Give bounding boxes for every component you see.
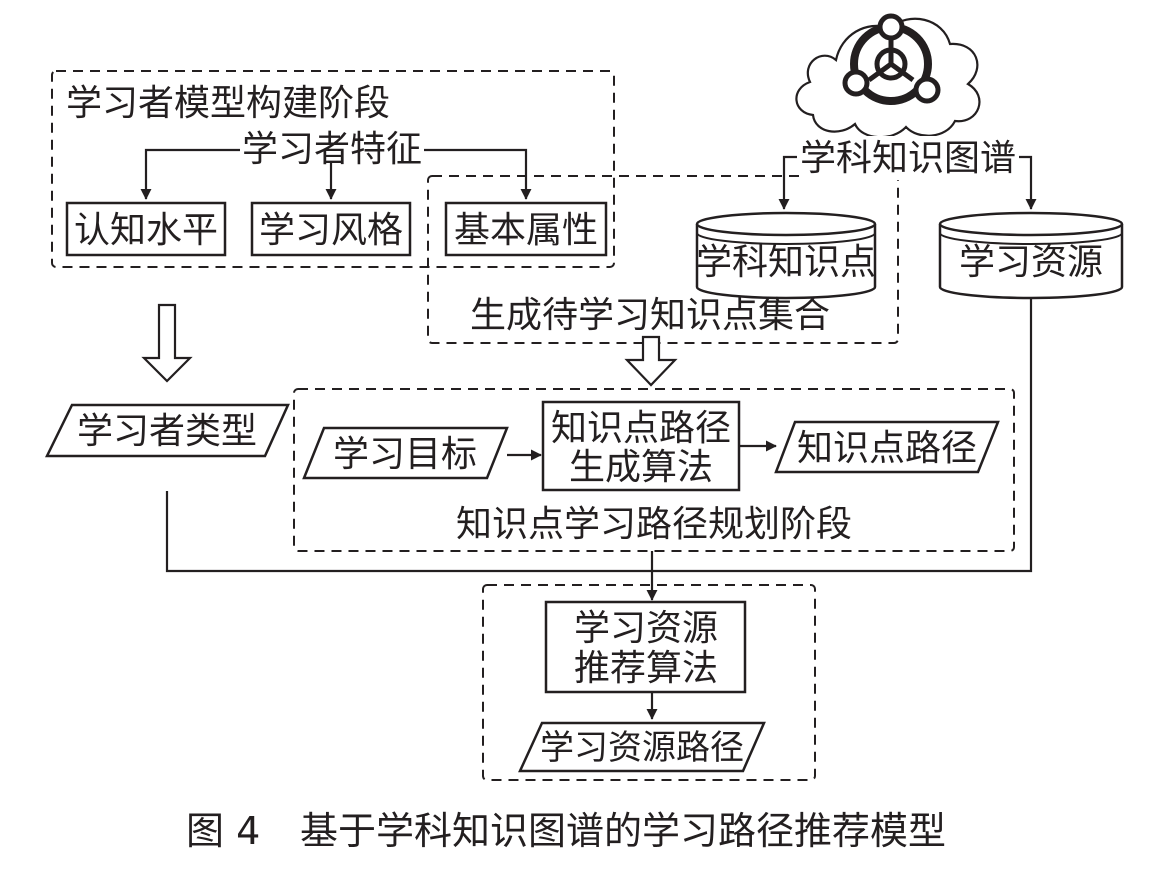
learning-resources-label: 学习资源 — [959, 242, 1103, 283]
resource-path-label: 学习资源路径 — [540, 728, 744, 768]
learner-model-stage-frame — [51, 70, 615, 268]
features-to-attributes-arrow — [424, 148, 532, 200]
figure-number: 图 4 — [186, 809, 260, 853]
kp-path-planning-stage-frame — [293, 388, 1015, 552]
kp-path-algo-box — [541, 400, 741, 492]
kp-path-algo-label-line1: 知识点路径 — [551, 408, 731, 449]
learning-resources-db — [938, 211, 1124, 300]
kg-to-resources-arrow — [1019, 155, 1037, 210]
resource-algo-label-line1: 学习资源 — [574, 608, 718, 649]
kg-to-knowledge-points-arrow — [778, 155, 797, 210]
generate-kp-set-label: 生成待学习知识点集合 — [470, 295, 830, 336]
subject-knowledge-points-db — [695, 211, 877, 300]
resource-algo-box — [544, 600, 747, 694]
learner-type-label: 学习者类型 — [77, 411, 257, 452]
resource-recommendation-frame — [482, 584, 816, 781]
learning-goal-parallelogram — [302, 426, 509, 480]
hollow-down-arrow-left — [141, 303, 193, 383]
features-to-cognitive-arrow — [140, 148, 240, 200]
learning-goal-label: 学习目标 — [333, 434, 477, 475]
kp-set-generation-frame — [427, 175, 899, 344]
kp-path-planning-stage-title: 知识点学习路径规划阶段 — [456, 504, 852, 545]
subject-knowledge-points-label: 学科知识点 — [696, 242, 876, 283]
basic-attributes-box — [444, 201, 608, 257]
learner-model-stage-title: 学习者模型构建阶段 — [66, 83, 390, 124]
learning-style-box — [250, 201, 412, 257]
resources-connector — [652, 299, 1033, 573]
resource-path-parallelogram — [518, 721, 766, 773]
cognitive-level-box — [65, 201, 227, 257]
cognitive-level-label: 认知水平 — [74, 210, 218, 251]
learner-type-connector — [165, 491, 652, 573]
knowledge-graph-icon — [842, 13, 941, 105]
figure-title: 基于学科知识图谱的学习路径推荐模型 — [300, 809, 946, 853]
kp-path-algo-label-line2: 生成算法 — [569, 447, 713, 488]
kp-path-parallelogram — [774, 420, 1000, 474]
resource-algo-label-line2: 推荐算法 — [574, 648, 718, 689]
hollow-down-arrow-center — [624, 335, 678, 387]
learner-type-parallelogram — [44, 403, 290, 458]
learning-style-label: 学习风格 — [259, 210, 403, 251]
kp-path-label: 知识点路径 — [797, 428, 977, 469]
learner-features-label: 学习者特征 — [242, 129, 422, 170]
basic-attributes-label: 基本属性 — [454, 210, 598, 251]
subject-kg-label: 学科知识图谱 — [800, 138, 1016, 179]
